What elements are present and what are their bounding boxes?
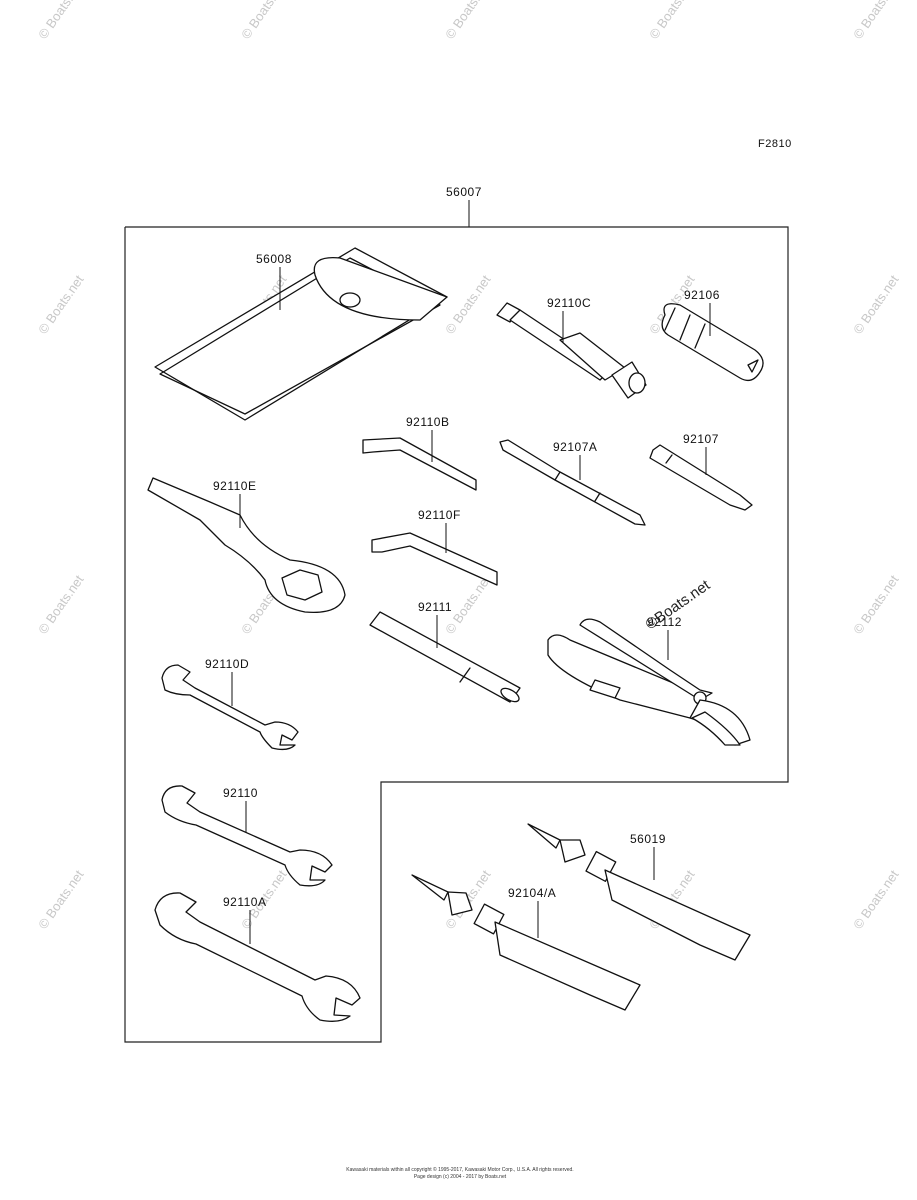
assembly-label: 56007 bbox=[446, 185, 482, 199]
watermark: © Boats.net bbox=[850, 272, 902, 337]
small-spanner bbox=[161, 664, 299, 751]
part-label-92112: 92112 bbox=[647, 615, 682, 629]
watermark: © Boats.net bbox=[35, 572, 87, 637]
part-label-92106: 92106 bbox=[684, 288, 720, 302]
part-label-92107A: 92107A bbox=[553, 440, 597, 454]
pliers bbox=[547, 618, 751, 746]
ring-spanner bbox=[147, 477, 346, 614]
part-label-92107: 92107 bbox=[683, 432, 719, 446]
kit-outline bbox=[124, 226, 789, 1043]
part-label-92110: 92110 bbox=[223, 786, 258, 800]
copyright-line-1: Kawasaki materials within all copyright … bbox=[346, 1167, 574, 1173]
part-label-92110D: 92110D bbox=[205, 657, 249, 671]
adhesive-tube bbox=[411, 874, 641, 1011]
watermark: © Boats.net bbox=[646, 0, 698, 42]
watermark: © Boats.net bbox=[35, 867, 87, 932]
part-label-92111: 92111 bbox=[418, 600, 452, 614]
watermark: © Boats.net bbox=[442, 0, 494, 42]
screwdriver-handle bbox=[661, 303, 764, 382]
watermark: © Boats.net bbox=[35, 272, 87, 337]
open-end-spanner bbox=[161, 785, 333, 887]
figure-code: F2810 bbox=[758, 138, 792, 150]
hex-key-f bbox=[371, 532, 498, 586]
box-wrench bbox=[496, 302, 647, 399]
part-label-92110A: 92110A bbox=[223, 895, 266, 909]
screwdriver-bit-a bbox=[499, 439, 646, 526]
part-label-92110B: 92110B bbox=[406, 415, 449, 429]
part-label-92104A: 92104/A bbox=[508, 886, 556, 900]
watermark: © Boats.net bbox=[850, 572, 902, 637]
watermark: © Boats.net bbox=[35, 0, 87, 42]
part-label-92110E: 92110E bbox=[213, 479, 256, 493]
part-label-92110F: 92110F bbox=[418, 508, 461, 522]
screwdriver-bit bbox=[649, 444, 753, 511]
part-label-92110C: 92110C bbox=[547, 296, 591, 310]
part-label-56008: 56008 bbox=[256, 252, 292, 266]
watermark: © Boats.net bbox=[850, 0, 902, 42]
watermark: © Boats.net bbox=[442, 272, 494, 337]
extension-handle bbox=[369, 611, 521, 703]
watermark: © Boats.net bbox=[850, 867, 902, 932]
grease-tube bbox=[527, 823, 751, 961]
part-label-56019: 56019 bbox=[630, 832, 666, 846]
copyright-line-2: Page design (c) 2004 - 2017 by Boats.net bbox=[413, 1174, 507, 1180]
open-end-spanner-a bbox=[154, 892, 361, 1022]
hex-key-b bbox=[362, 437, 477, 491]
tool-bag bbox=[154, 247, 448, 421]
copyright-notice: Kawasaki materials within all copyright … bbox=[300, 1167, 620, 1181]
watermark: © Boats.net bbox=[238, 0, 290, 42]
